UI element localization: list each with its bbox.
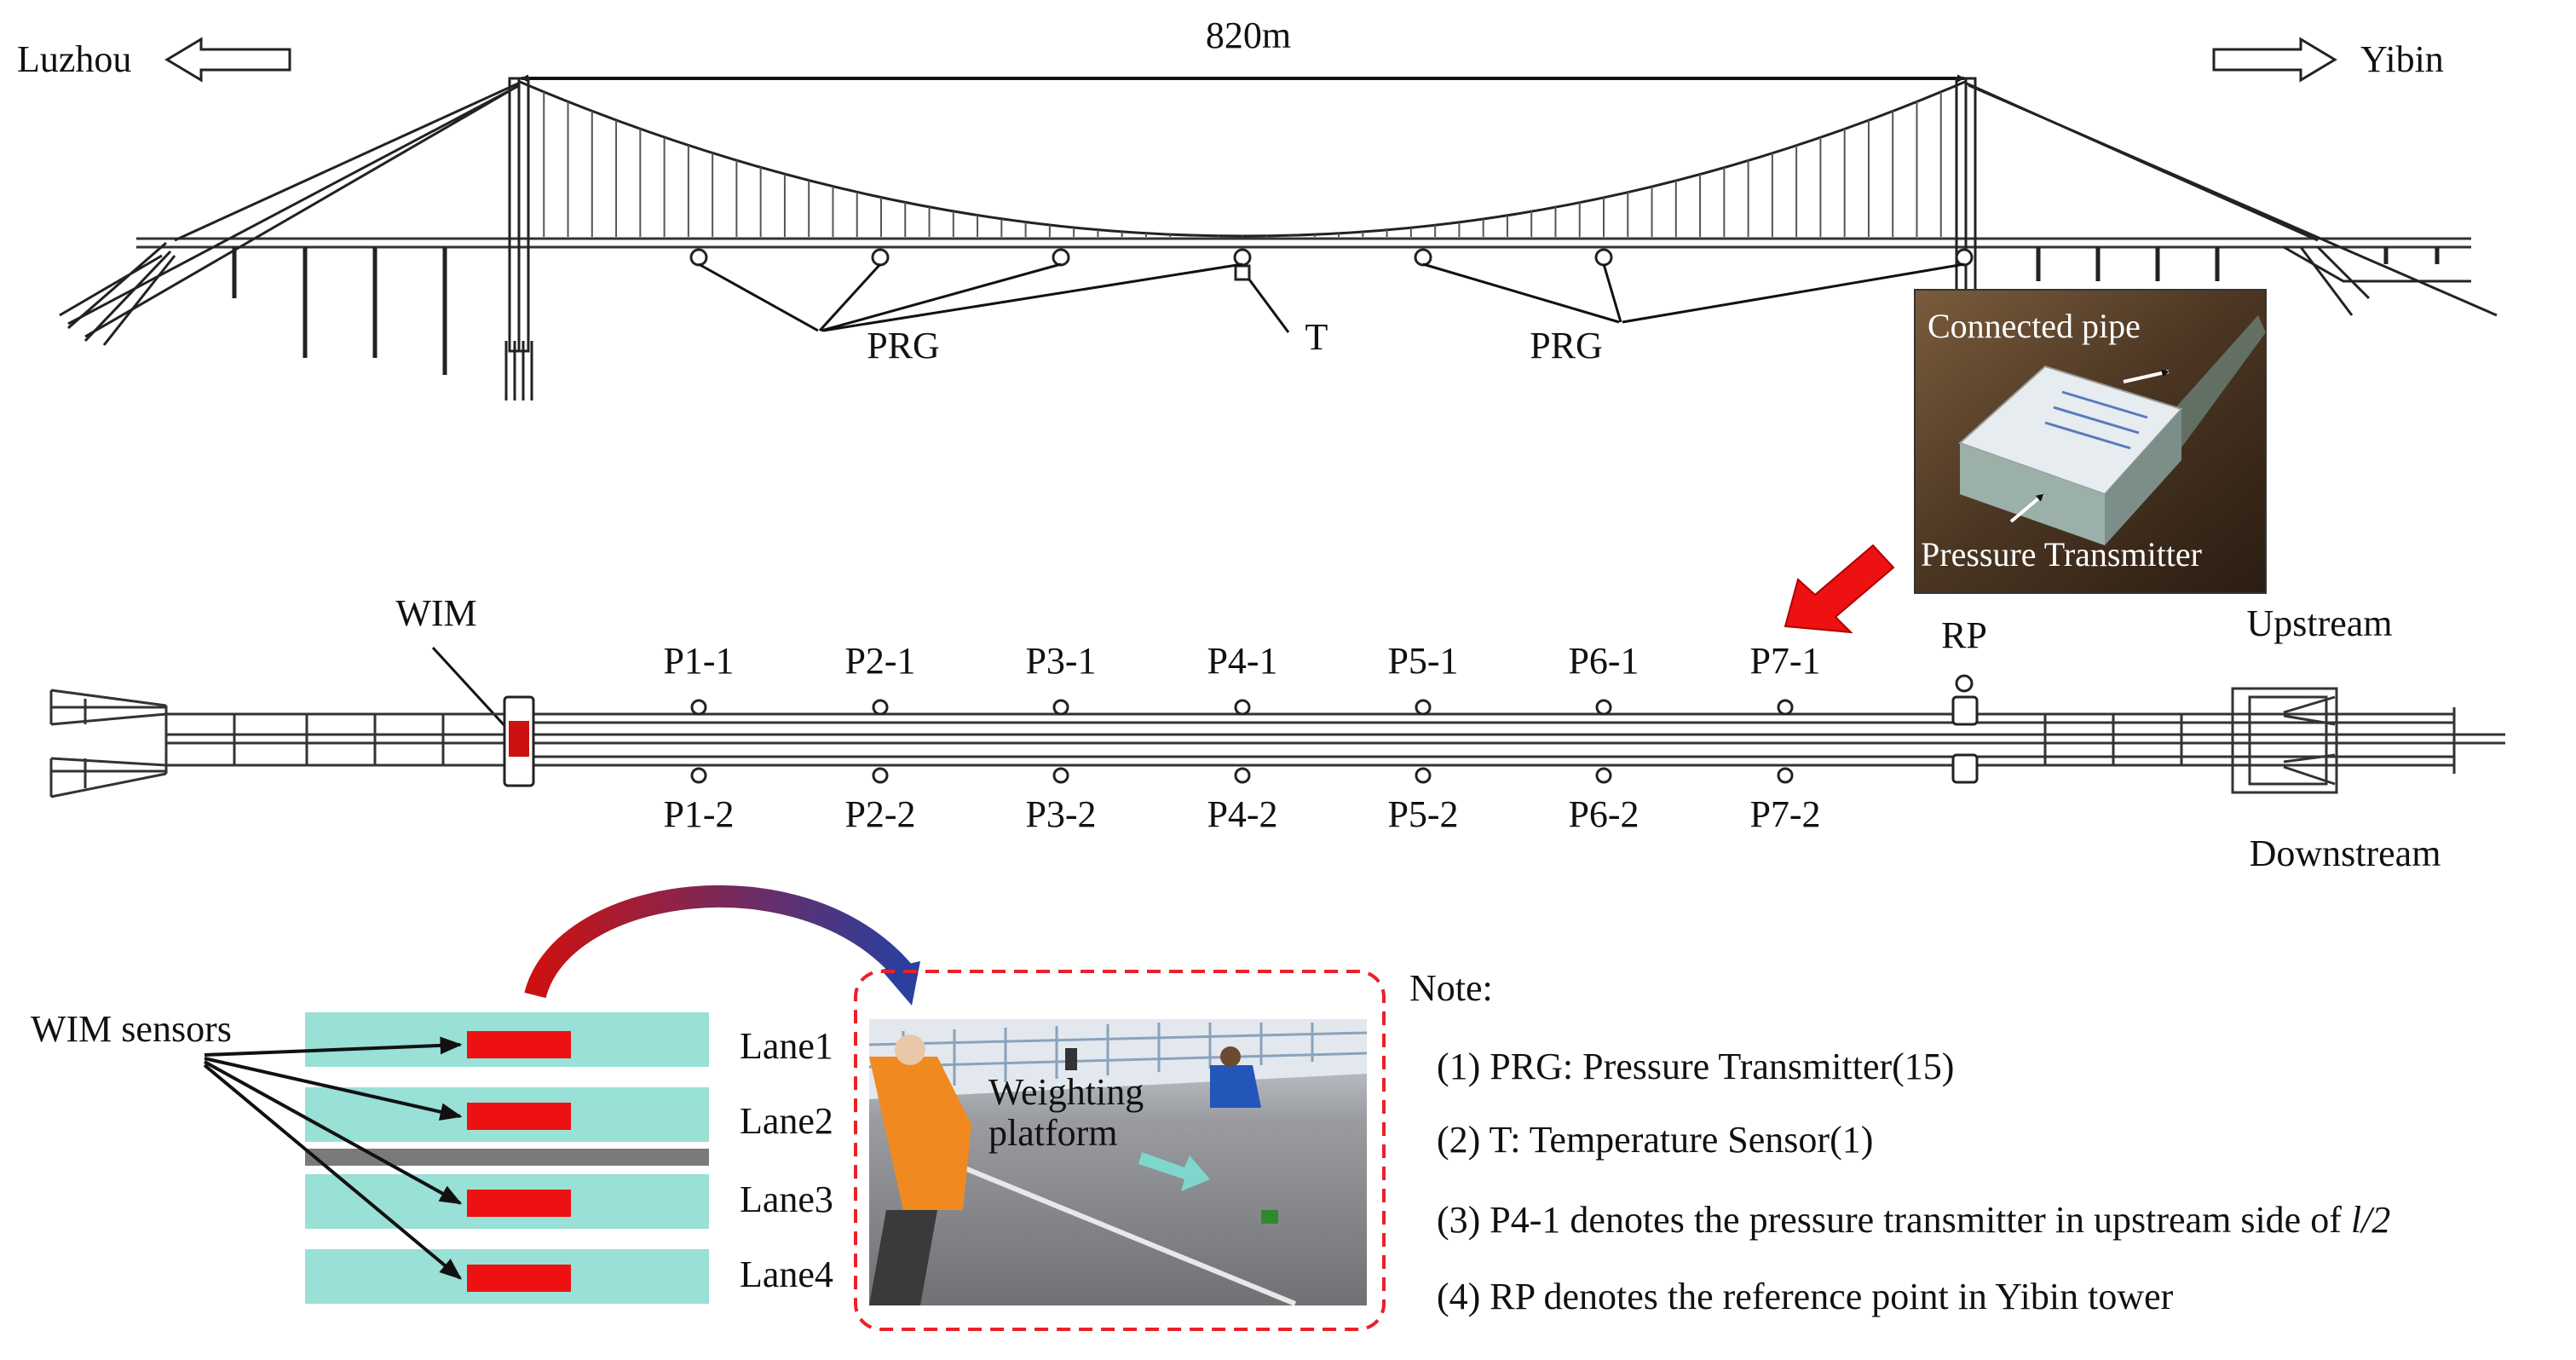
wim-sensor-pointers bbox=[203, 1036, 463, 1280]
downstream-point-label: P7-2 bbox=[1749, 793, 1820, 835]
prg-sensor-7 bbox=[1955, 248, 1974, 267]
left-anchorage bbox=[59, 241, 176, 346]
notes-title: Note: bbox=[1409, 967, 1493, 1009]
rp-label: RP bbox=[1941, 614, 1987, 656]
left-city-label: Luzhou bbox=[17, 38, 131, 80]
lane2-label: Lane2 bbox=[740, 1100, 833, 1142]
reference-point-marker bbox=[1955, 674, 1974, 693]
left-approach-anchorage bbox=[49, 689, 167, 798]
measuring-points: P1-1 P2-1 P3-1 P4-1 P5-1 P6-1 P7-1P1-2 P2-2 P3-2… bbox=[663, 640, 1820, 835]
prg-label-right: PRG bbox=[1530, 325, 1603, 366]
wim-sensor-1 bbox=[467, 1031, 571, 1058]
note-item-3: (3) P4-1 denotes the pressure transmitte… bbox=[1437, 1199, 2390, 1241]
downstream-point-label: P6-2 bbox=[1568, 793, 1639, 835]
platform-label-line2: platform bbox=[988, 1112, 1118, 1154]
upstream-point-label: P6-1 bbox=[1568, 640, 1639, 682]
downstream-point-label: P2-2 bbox=[844, 793, 915, 835]
wim-sensors-label: WIM sensors bbox=[31, 1008, 232, 1050]
temperature-sensor bbox=[1234, 264, 1251, 281]
connected-pipe-label: Connected pipe bbox=[1928, 307, 2141, 345]
wim-sensor-3 bbox=[467, 1190, 571, 1217]
upstream-point-marker bbox=[690, 699, 707, 716]
upstream-point-marker bbox=[1777, 699, 1794, 716]
prg-sensor-6 bbox=[1594, 248, 1613, 267]
downstream-point-marker bbox=[690, 767, 707, 784]
platform-label-line1: Weighting bbox=[988, 1071, 1144, 1113]
wim-detail: WIM sensors Lane1 Lane2 Lane3 Lane4 bbox=[31, 885, 1386, 1331]
left-approach-deck bbox=[164, 706, 511, 774]
notes: Note: (1) PRG: Pressure Transmitter(15) … bbox=[1409, 967, 2390, 1317]
upstream-point-marker bbox=[1052, 699, 1069, 716]
median-strip bbox=[305, 1149, 709, 1166]
upstream-point-marker bbox=[872, 699, 889, 716]
wim-label: WIM bbox=[395, 592, 476, 634]
curved-pointer-arrow-icon bbox=[524, 885, 912, 999]
prg-sensor-2 bbox=[871, 248, 890, 267]
transmitter-pointer-arrow-icon bbox=[2009, 493, 2045, 523]
upstream-point-label: P3-1 bbox=[1025, 640, 1096, 682]
approach-piers bbox=[232, 247, 2440, 375]
downstream-point-label: P5-2 bbox=[1387, 793, 1458, 835]
plan-view: WIM RP Upstream Downstream bbox=[49, 592, 2505, 874]
platform-photo bbox=[868, 1019, 1368, 1306]
prg-sensor-4 bbox=[1233, 248, 1252, 267]
prg-label-left: PRG bbox=[867, 325, 940, 366]
prg-leader-lines bbox=[698, 262, 1965, 333]
upstream-point-marker bbox=[1595, 699, 1612, 716]
elevation-view: Luzhou Yibin 820m bbox=[17, 14, 2498, 401]
platform-pointer-arrow-icon bbox=[1138, 1152, 1210, 1191]
wim-sensor-4 bbox=[467, 1265, 571, 1292]
left-backstay bbox=[67, 82, 521, 338]
span-label: 820m bbox=[1206, 14, 1291, 56]
lane4-label: Lane4 bbox=[740, 1253, 833, 1295]
upstream-point-label: P2-1 bbox=[844, 640, 915, 682]
right-approach-anchorage bbox=[2231, 687, 2338, 794]
temperature-label: T bbox=[1305, 316, 1328, 358]
wim-leader-line bbox=[431, 646, 511, 733]
right-anchorage bbox=[2283, 245, 2471, 316]
downstream-point-label: P3-2 bbox=[1025, 793, 1096, 835]
note-item-2: (2) T: Temperature Sensor(1) bbox=[1437, 1119, 1873, 1161]
upstream-point-label: P1-1 bbox=[663, 640, 734, 682]
wim-sensor-marker bbox=[509, 721, 529, 757]
prg-sensor-5 bbox=[1414, 248, 1432, 267]
upstream-point-label: P5-1 bbox=[1387, 640, 1458, 682]
photo-location-arrow-icon bbox=[1784, 544, 1895, 634]
note-item-4: (4) RP denotes the reference point in Yi… bbox=[1437, 1276, 2174, 1317]
luzhou-tower bbox=[504, 77, 533, 401]
right-approach-deck bbox=[1977, 707, 2456, 774]
pressure-transmitter-label: Pressure Transmitter bbox=[1921, 535, 2202, 573]
right-direction-arrow-icon bbox=[2212, 37, 2337, 83]
wim-sensor-2 bbox=[467, 1103, 571, 1130]
note-item-1: (1) PRG: Pressure Transmitter(15) bbox=[1437, 1046, 1954, 1087]
upstream-point-label: P7-1 bbox=[1749, 640, 1820, 682]
pipe-pointer-arrow-icon bbox=[2123, 369, 2170, 383]
lane3-label: Lane3 bbox=[740, 1178, 833, 1220]
lane1-label: Lane1 bbox=[740, 1025, 833, 1067]
main-cable bbox=[519, 80, 1966, 238]
downstream-point-marker bbox=[872, 767, 889, 784]
prg-sensors bbox=[689, 248, 1974, 281]
downstream-point-marker bbox=[1234, 767, 1251, 784]
upstream-label: Upstream bbox=[2246, 602, 2392, 644]
downstream-point-marker bbox=[1595, 767, 1612, 784]
upstream-point-marker bbox=[1415, 699, 1432, 716]
downstream-point-label: P4-2 bbox=[1207, 793, 1277, 835]
prg-sensor-1 bbox=[689, 248, 708, 267]
downstream-point-marker bbox=[1415, 767, 1432, 784]
prg-sensor-3 bbox=[1052, 248, 1070, 267]
pressure-transmitter-photo: Connected pipe Pressure Transmitter bbox=[1914, 289, 2267, 594]
right-city-label: Yibin bbox=[2360, 38, 2444, 80]
upstream-point-label: P4-1 bbox=[1207, 640, 1277, 682]
right-backstay bbox=[1966, 82, 2498, 317]
upstream-point-marker bbox=[1234, 699, 1251, 716]
platform-photo-frame bbox=[854, 970, 1386, 1331]
downstream-point-marker bbox=[1777, 767, 1794, 784]
hangers bbox=[543, 91, 1942, 237]
downstream-point-marker bbox=[1052, 767, 1069, 784]
left-direction-arrow-icon bbox=[164, 37, 291, 83]
downstream-point-label: P1-2 bbox=[663, 793, 734, 835]
downstream-label: Downstream bbox=[2250, 833, 2441, 874]
